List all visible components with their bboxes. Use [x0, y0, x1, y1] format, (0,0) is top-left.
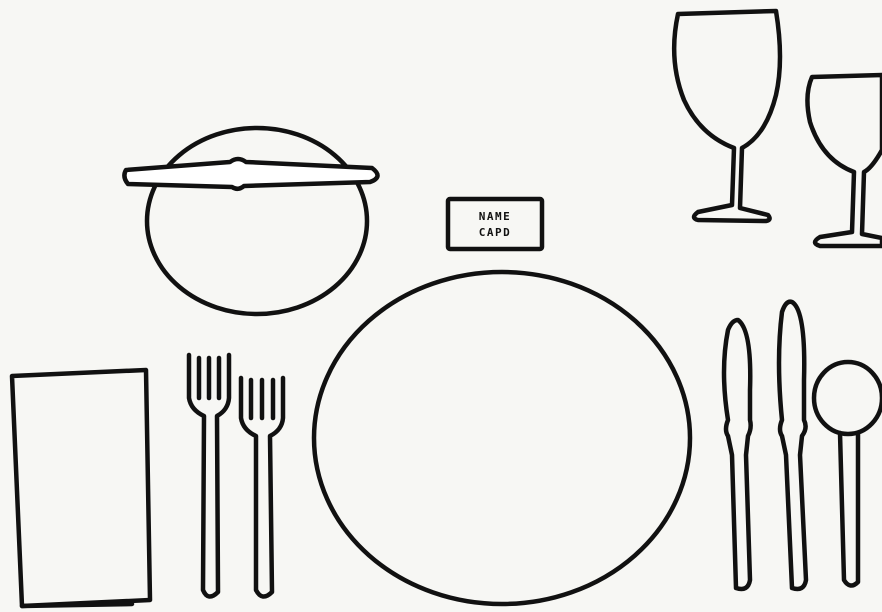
dinner-plate	[314, 272, 690, 604]
dinner-fork	[241, 378, 283, 597]
butter-knife	[124, 159, 377, 189]
dinner-knife	[724, 320, 751, 589]
small-wine-glass	[807, 75, 882, 246]
fish-knife	[779, 302, 806, 589]
soup-spoon	[814, 362, 882, 586]
bread-plate	[147, 128, 367, 314]
place-card: NAME CAPD	[448, 199, 542, 249]
place-card-line-1: NAME	[479, 210, 512, 223]
place-card-line-2: CAPD	[479, 226, 512, 239]
napkin	[12, 370, 150, 606]
large-wine-glass	[674, 11, 780, 221]
salad-fork	[189, 355, 229, 597]
